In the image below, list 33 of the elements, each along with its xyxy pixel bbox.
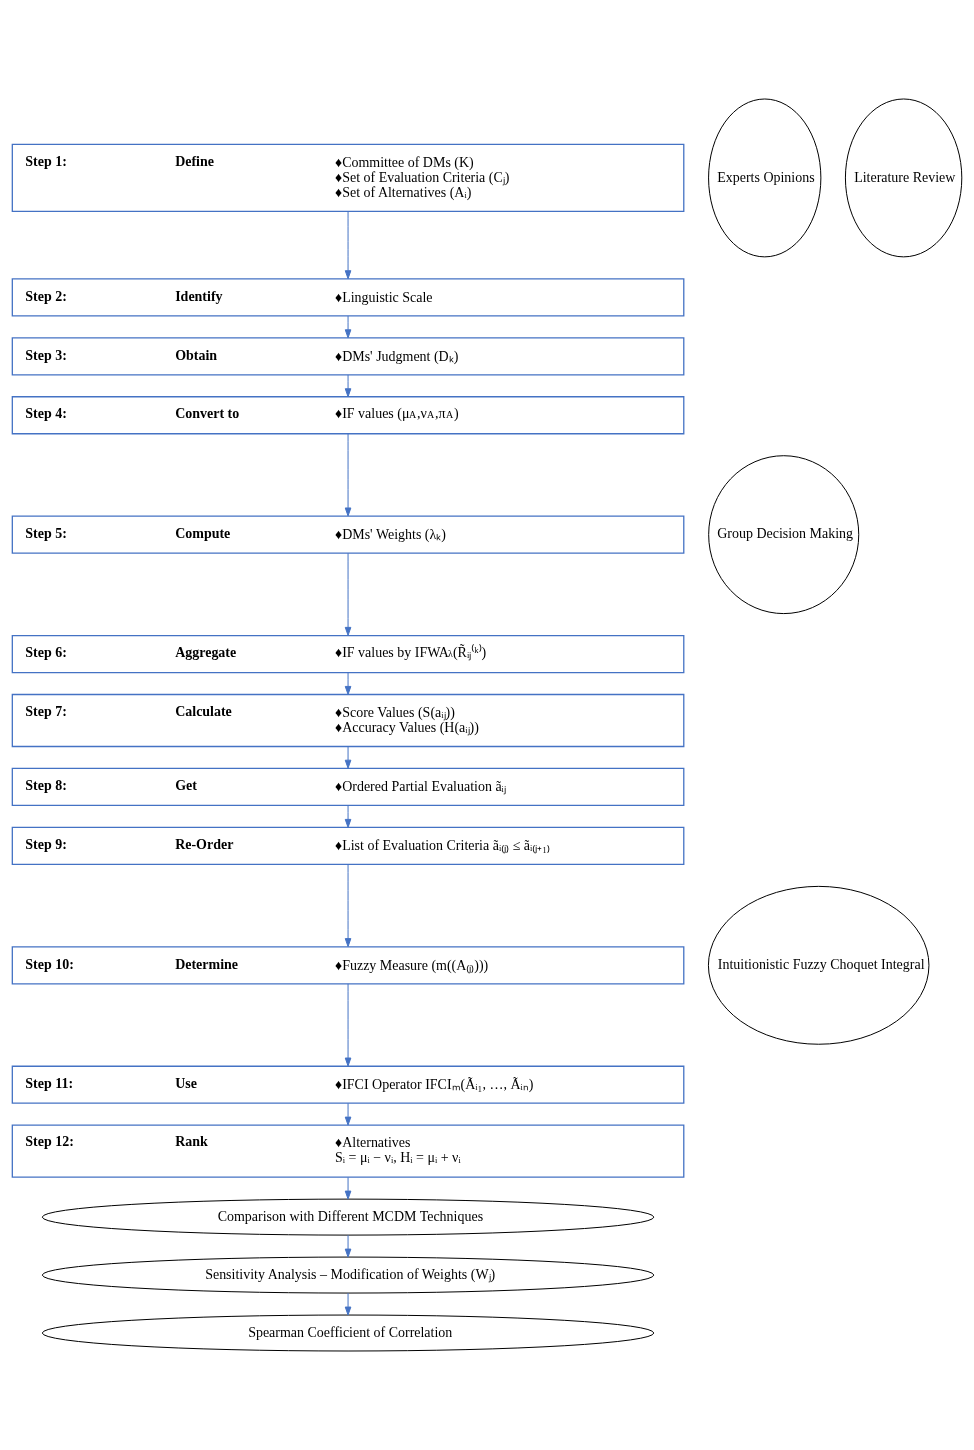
arrow <box>344 672 352 695</box>
node-ellipse: Intuitionistic Fuzzy Choquet Integral <box>707 885 930 1045</box>
node-ellipse: Literature Review <box>844 98 963 258</box>
node-box: Step 4: Convert to ♦IF values (μA,νA,πA) <box>11 396 685 435</box>
node-ellipse: Sensitivity Analysis – Modification of Weights (Wⱼ) <box>41 1256 655 1294</box>
arrow <box>344 433 352 517</box>
arrow <box>344 374 352 398</box>
arrow <box>344 552 352 636</box>
arrow <box>344 1234 352 1258</box>
arrow <box>344 315 352 339</box>
node-box: Step 2: Identify ♦Linguistic Scale <box>11 278 685 317</box>
arrow <box>344 211 352 280</box>
node-box: Step 9: Re-Order ♦List of Evaluation Criteria ãᵢ₍ⱼ₎ ≤ ãᵢ₍ⱼ₊₁₎ <box>11 826 685 866</box>
node-circle: Group Decision Making <box>708 455 860 615</box>
arrow <box>344 1176 352 1200</box>
arrow <box>344 1292 352 1316</box>
node-box: Step 8: Get ♦Ordered Partial Evaluation ãᵢⱼ <box>11 767 685 807</box>
arrow <box>344 1102 352 1126</box>
node-ellipse: Experts Opinions <box>708 98 822 258</box>
arrow <box>344 805 352 828</box>
arrow <box>344 983 352 1067</box>
node-box: Step 7: Calculate ♦Score Values (S(aᵢⱼ)) ♦Accuracy Values (H(aᵢⱼ)) <box>11 693 685 748</box>
arrow <box>344 746 352 769</box>
node-box: Step 10: Determine ♦Fuzzy Measure (m((A₍ⱼ₎))) <box>11 946 685 985</box>
node-box: Step 6: Aggregate ♦IF values by IFWAλ(R̃ᵢⱼ⁽ᵏ⁾) <box>11 634 685 674</box>
node-box: Step 5: Compute ♦DMs' Weights (λₖ) <box>11 515 685 554</box>
node-box: Step 3: Obtain ♦DMs' Judgment (Dₖ) <box>11 337 685 376</box>
node-box: Step 11: Use ♦IFCI Operator IFCIₘ(Ãᵢ₁, …, Ãᵢₙ) <box>11 1065 685 1104</box>
node-box: Step 12: Rank ♦Alternatives Sᵢ = μᵢ − νᵢ, Hᵢ = μᵢ + νᵢ <box>11 1124 685 1178</box>
node-ellipse: Comparison with Different MCDM Techniques <box>41 1198 655 1236</box>
node-box: Step 1: Define ♦Committee of DMs (K) ♦Set of Evaluation Criteria (Cⱼ) ♦Set of Alternatives (Aᵢ) <box>11 143 685 213</box>
arrow <box>344 864 352 948</box>
node-ellipse: Spearman Coefficient of Correlation <box>41 1314 655 1352</box>
